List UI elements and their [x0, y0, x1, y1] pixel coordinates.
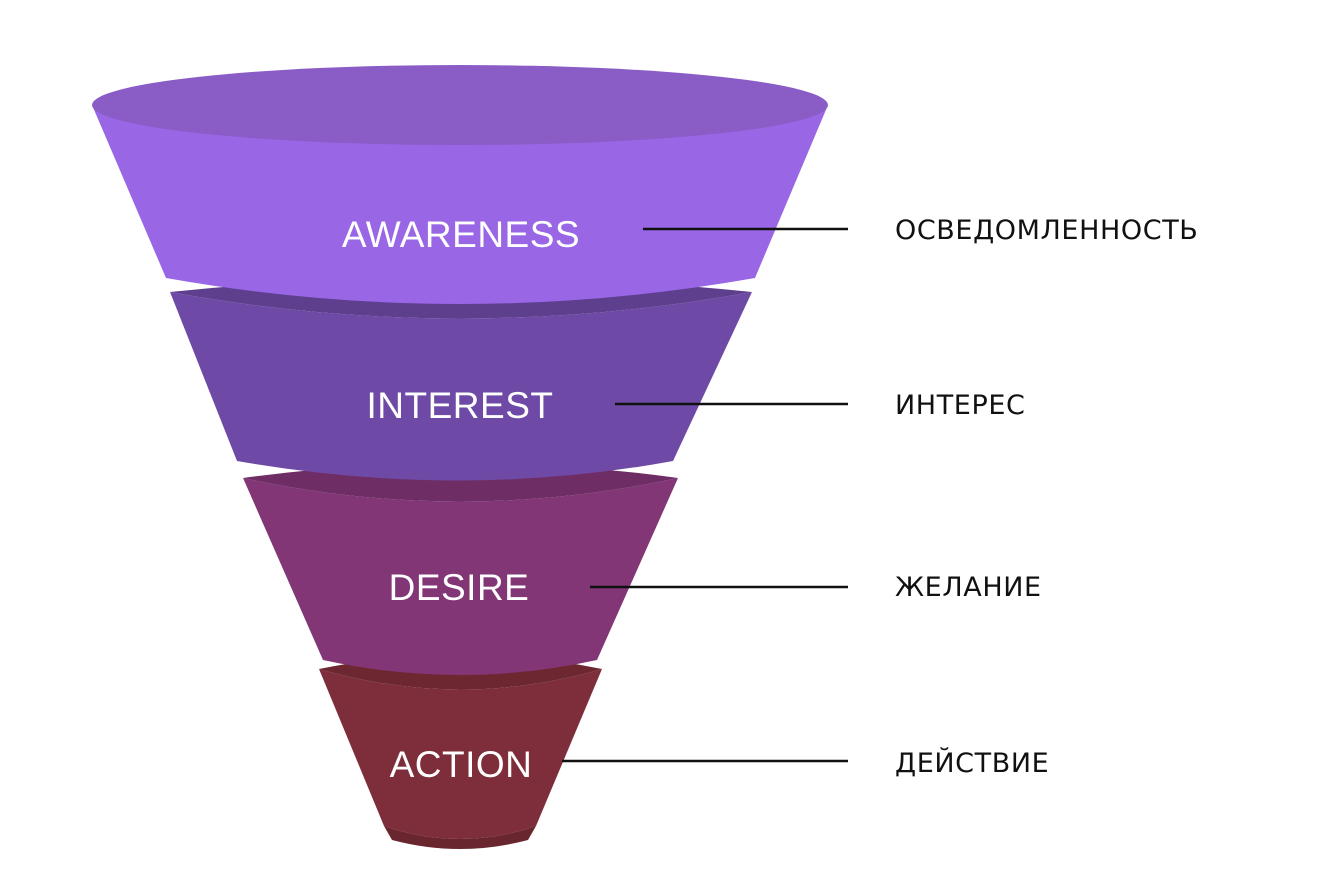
stage-label-action: ACTION [390, 744, 533, 785]
funnel-stage-awareness-top [92, 65, 828, 145]
stage-translation-interest: ИНТЕРЕС [895, 390, 1025, 421]
funnel-stage-interest-body [170, 292, 752, 481]
stage-translation-awareness: ОСВЕДОМЛЕННОСТЬ [895, 215, 1198, 246]
funnel-stage-awareness-body [92, 105, 828, 304]
stage-translation-action: ДЕЙСТВИЕ [895, 747, 1049, 779]
stage-translation-desire: ЖЕЛАНИЕ [895, 572, 1042, 603]
funnel-stage-desire-body [243, 478, 678, 675]
funnel-stage-action-bottom [384, 826, 536, 849]
funnel-stage-interest [170, 277, 752, 481]
funnel-stage-awareness [92, 65, 828, 304]
funnel-stage-action-body [319, 669, 602, 839]
stage-label-interest: INTEREST [367, 385, 554, 426]
stage-label-awareness: AWARENESS [342, 214, 580, 255]
stage-label-desire: DESIRE [389, 567, 530, 608]
